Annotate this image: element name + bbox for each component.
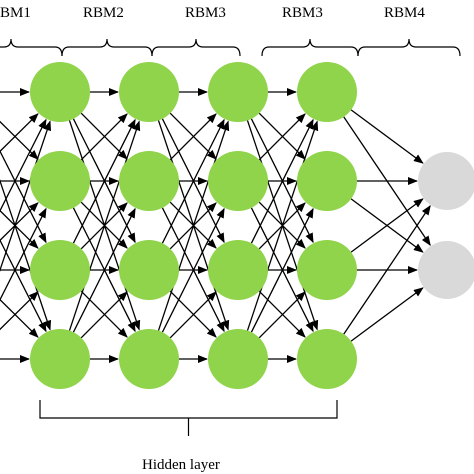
edge-l4-n4-to-n2: [250, 207, 314, 333]
rbm-label-4: RBM3: [282, 5, 323, 21]
hidden-node-layer3-3: [119, 240, 179, 300]
hidden-node-layer3-2: [119, 151, 179, 211]
edge-l4-n4-to-n1: [246, 120, 319, 331]
edge-l2-n4-to-n2: [72, 207, 136, 333]
rbm-brace-1: [0, 38, 63, 57]
edge-l4-n3-to-n1: [250, 118, 314, 244]
edge-l5-n1-to-n1: [350, 109, 424, 164]
rbm-brace-3: [151, 38, 241, 57]
edge-l4-n4-to-n3: [258, 291, 306, 339]
rbm-label-2: RBM2: [83, 5, 124, 21]
rbm-label-3: RBM3: [185, 5, 226, 21]
edge-l1-n3-to-n1: [0, 118, 47, 213]
edge-l1-n4-to-n2: [0, 207, 47, 302]
edge-l5-n4-to-n2: [350, 287, 424, 342]
edge-l3-n2-to-n1: [169, 113, 217, 161]
edge-l3-n4-to-n1: [157, 120, 230, 331]
rbm-braces: [0, 38, 461, 436]
hidden-node-layer4-1: [208, 62, 268, 122]
output-node-layer6-1: [418, 152, 474, 210]
edge-l4-n2-to-n1: [258, 113, 306, 161]
edge-l1-n4-to-n3: [0, 291, 39, 331]
edge-l5-n4-to-n1: [343, 205, 431, 335]
rbm-brace-2: [61, 38, 153, 57]
network-nodes: [30, 62, 474, 389]
hidden-node-layer2-2: [30, 151, 90, 211]
hidden-node-layer2-4: [30, 329, 90, 389]
hidden-node-layer4-4: [208, 329, 268, 389]
edge-l1-n2-to-n1: [0, 113, 39, 153]
edge-l5-n3-to-n1: [350, 198, 424, 253]
hidden-node-layer5-3: [297, 240, 357, 300]
hidden-node-layer5-4: [297, 329, 357, 389]
edge-l2-n4-to-n3: [80, 291, 128, 339]
edge-l2-n3-to-n1: [72, 118, 136, 244]
hidden-node-layer3-1: [119, 62, 179, 122]
rbm-label-5: RBM4: [384, 5, 425, 21]
hidden-node-layer5-2: [297, 151, 357, 211]
hidden-layer-bracket: [39, 400, 338, 436]
edge-l2-n4-to-n1: [68, 120, 141, 331]
hidden-node-layer2-1: [30, 62, 90, 122]
edge-l3-n4-to-n2: [161, 207, 225, 333]
edge-l3-n3-to-n1: [161, 118, 225, 244]
hidden-node-layer3-4: [119, 329, 179, 389]
connection-edges: [0, 88, 431, 363]
edge-l2-n2-to-n1: [80, 113, 128, 161]
rbm-labels: RBM1 RBM2 RBM3 RBM3 RBM4 Hidden layer: [0, 5, 425, 473]
hidden-node-layer5-1: [297, 62, 357, 122]
hidden-node-layer2-3: [30, 240, 90, 300]
edge-l1-n4-to-n1: [0, 120, 52, 273]
output-node-layer6-2: [418, 241, 474, 299]
hidden-node-layer4-3: [208, 240, 268, 300]
hidden-node-layer4-2: [208, 151, 268, 211]
rbm-brace-5: [357, 38, 461, 57]
edge-l3-n4-to-n3: [169, 291, 217, 339]
rbm-brace-4: [261, 38, 359, 57]
edge-l1-n1-to-n4: [0, 178, 52, 331]
rbm-label-1: RBM1: [0, 5, 31, 21]
hidden-layer-label: Hidden layer: [142, 457, 220, 473]
